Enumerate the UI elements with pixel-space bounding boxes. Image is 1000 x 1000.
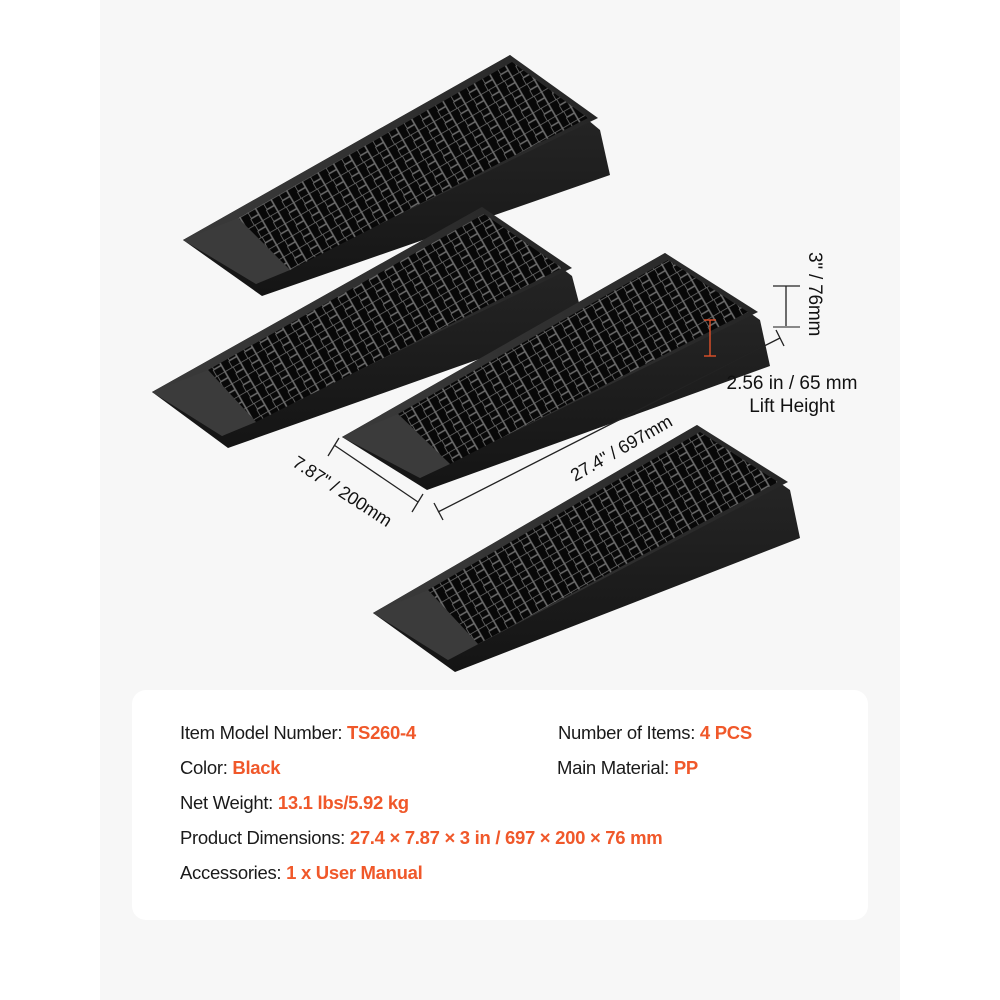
spec-model: Item Model Number: TS260-4 bbox=[180, 722, 416, 744]
spec-dimensions: Product Dimensions: 27.4 × 7.87 × 3 in /… bbox=[180, 827, 663, 849]
spec-weight-label: Net Weight: bbox=[180, 792, 274, 813]
lift-height-label: Lift Height bbox=[749, 396, 835, 417]
ramp-1 bbox=[183, 55, 610, 296]
ramp-4 bbox=[373, 425, 800, 672]
spec-weight: Net Weight: 13.1 lbs/5.92 kg bbox=[180, 792, 409, 814]
ramp-3 bbox=[342, 253, 770, 490]
spec-accessories-value: 1 x User Manual bbox=[286, 862, 423, 883]
spec-accessories: Accessories: 1 x User Manual bbox=[180, 862, 423, 884]
spec-material-value: PP bbox=[673, 757, 698, 778]
product-image bbox=[152, 55, 800, 672]
spec-items-label: Number of Items: bbox=[558, 722, 696, 743]
spec-items: Number of Items: 4 PCS bbox=[558, 722, 752, 744]
ramp-2 bbox=[152, 207, 584, 448]
spec-color: Color: Black bbox=[180, 757, 281, 779]
dimension-lines bbox=[327, 285, 800, 521]
spec-material-label: Main Material: bbox=[557, 757, 669, 778]
lift-height-marker bbox=[704, 319, 716, 357]
spec-model-label: Item Model Number: bbox=[180, 722, 343, 743]
lift-height-annotation: 2.56 in / 65 mm Lift Height bbox=[712, 372, 872, 418]
spec-dimensions-label: Product Dimensions: bbox=[180, 827, 345, 848]
spec-weight-value: 13.1 lbs/5.92 kg bbox=[277, 792, 409, 813]
height-dimension-label: 3" / 76mm bbox=[804, 252, 825, 337]
spec-card: Item Model Number: TS260-4 Number of Ite… bbox=[132, 690, 868, 920]
spec-items-value: 4 PCS bbox=[699, 722, 752, 743]
spec-dimensions-value: 27.4 × 7.87 × 3 in / 697 × 200 × 76 mm bbox=[349, 827, 663, 848]
spec-material: Main Material: PP bbox=[557, 757, 698, 779]
spec-model-value: TS260-4 bbox=[347, 722, 416, 743]
lift-height-value: 2.56 in / 65 mm bbox=[726, 373, 858, 394]
spec-accessories-label: Accessories: bbox=[180, 862, 282, 883]
spec-color-value: Black bbox=[232, 757, 281, 778]
spec-color-label: Color: bbox=[180, 757, 228, 778]
